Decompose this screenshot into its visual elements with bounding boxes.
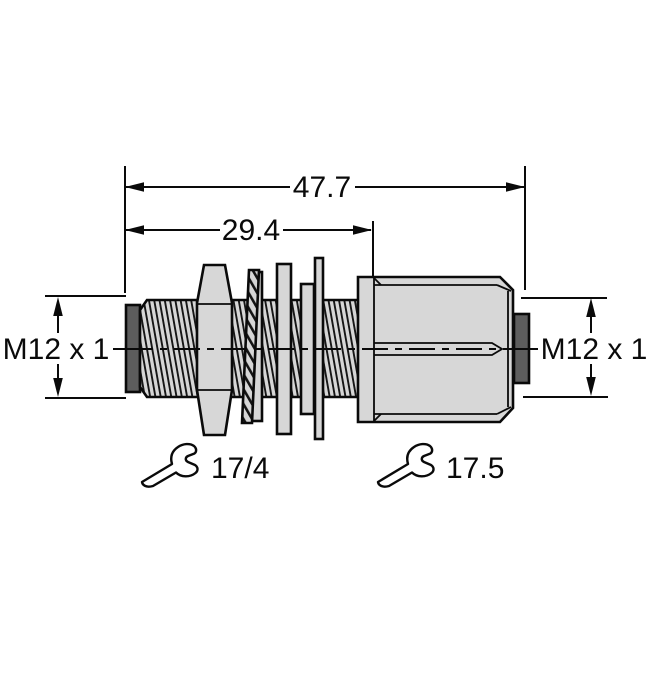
wrench-callout-left: 17/4 [140,442,269,488]
wrench-icon [376,442,435,488]
coupling-body-top-chamfer [496,284,512,292]
hex-nut [195,263,234,437]
thread-label-right: M12 x 1 [541,333,648,366]
coupling-body-corner-chamfer [373,413,382,422]
thread-label-left: M12 x 1 [3,333,110,366]
wrench-callout-right: 17.5 [376,442,504,488]
wrench-size-label-left: 17/4 [211,452,269,485]
dimension-label-overall: 47.7 [293,171,351,204]
dimension-label-thread-length: 29.4 [222,214,280,247]
dimension-left-thread: M12 x 1 [3,297,126,397]
dimension-thread-length: 29.4 [125,214,372,247]
wrench-size-label-right: 17.5 [446,452,504,485]
coupling-body-corner-chamfer [373,277,382,286]
wrench-icon [140,442,199,488]
dimension-overall-length: 47.7 [125,171,525,204]
dimension-right-thread: M12 x 1 [529,298,647,396]
coupling-body [356,275,515,424]
coupling-body-bottom-chamfer [496,406,512,415]
coupling-body-hex-midline [374,342,504,356]
serrated-lock-washer [240,268,261,425]
